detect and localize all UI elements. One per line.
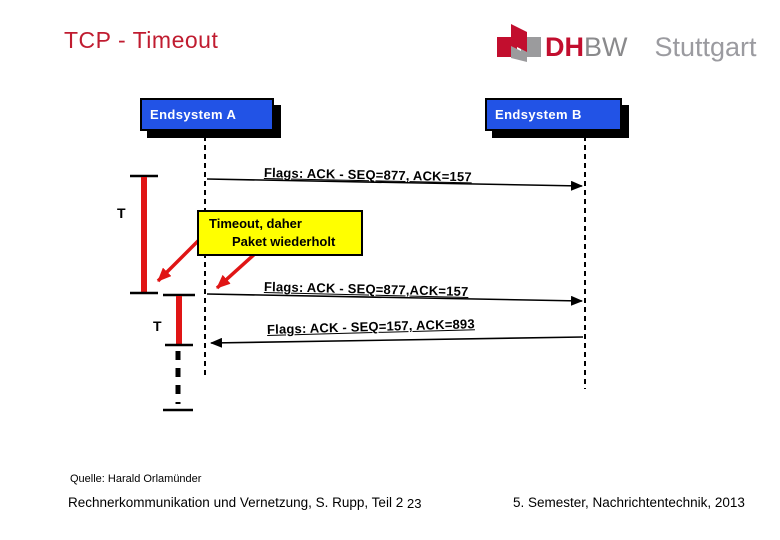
- page-title: TCP - Timeout: [64, 27, 219, 53]
- source-credit: Quelle: Harald Orlamünder: [70, 473, 202, 485]
- logo-city: Stuttgart: [654, 32, 757, 62]
- logo-dh: DH: [545, 32, 584, 62]
- page-number: 23: [407, 496, 422, 511]
- note-pointer-arrow-1: [156, 238, 201, 283]
- timeout-note-line2: Paket wiederholt: [232, 234, 336, 249]
- message-label-1: Flags: ACK - SEQ=877, ACK=157: [263, 165, 472, 185]
- timer2-label: T: [153, 318, 162, 334]
- timeout-note-line1: Timeout, daher: [209, 216, 302, 231]
- endsystem-b-label: Endsystem B: [495, 107, 582, 122]
- message-arrow-3: [210, 336, 584, 348]
- timer1-label: T: [117, 205, 126, 221]
- footer-course: Rechnerkommunikation und Vernetzung, S. …: [68, 495, 404, 510]
- endsystem-a-box: Endsystem A: [140, 98, 274, 131]
- endsystem-a-label: Endsystem A: [150, 107, 237, 122]
- note-pointer-arrow-2: [215, 249, 260, 290]
- logo-bw: BW: [584, 32, 628, 62]
- footer-semester: 5. Semester, Nachrichtentechnik, 2013: [513, 495, 745, 510]
- dhbw-logo-text: DHBW Stuttgart: [545, 33, 757, 61]
- dhbw-logo-icon: [497, 24, 541, 62]
- message-label-2: Flags: ACK - SEQ=877,ACK=157: [263, 279, 469, 299]
- timeout-note: Timeout, daher Paket wiederholt: [197, 210, 363, 256]
- endsystem-b-box: Endsystem B: [485, 98, 622, 131]
- message-label-3: Flags: ACK - SEQ=157, ACK=893: [266, 316, 475, 337]
